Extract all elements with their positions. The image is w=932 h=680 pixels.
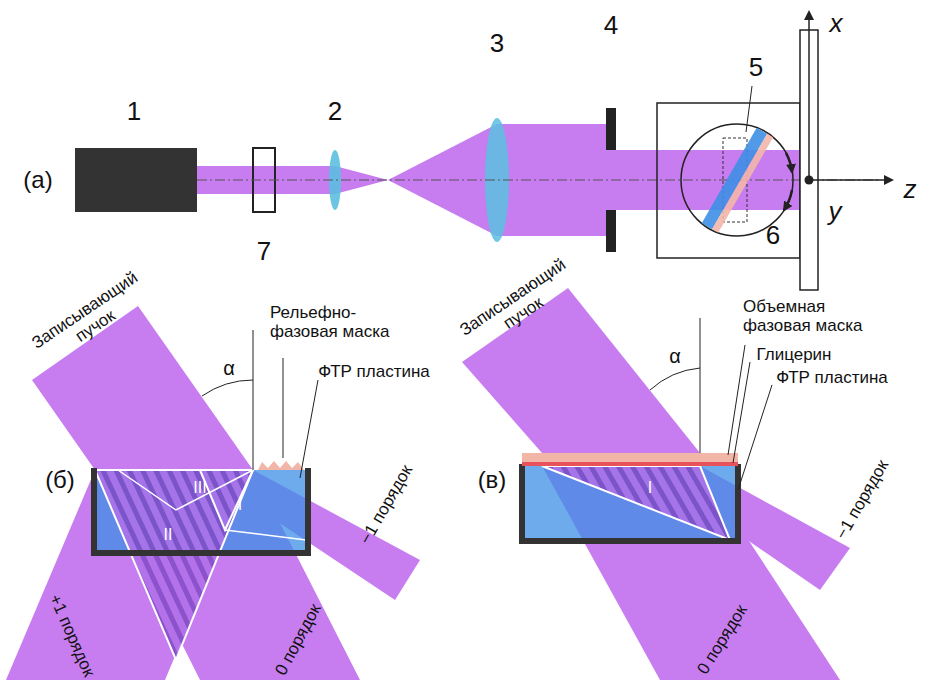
figure-label: 3 (490, 29, 504, 58)
figure-label: −1 порядок (356, 462, 417, 548)
figure-label: III (193, 479, 206, 497)
figure-label: α (223, 357, 235, 379)
figure-label: I (648, 479, 652, 497)
figure-label: I (238, 496, 242, 514)
figure-label: z (904, 175, 917, 204)
panel-label: (а) (23, 167, 52, 194)
figure-label: 6 (766, 221, 780, 250)
figure-label: 2 (328, 97, 342, 126)
figure-label: x (830, 9, 843, 38)
figure-label: Объемная фазовая маска (743, 297, 873, 335)
figure-label: 7 (257, 237, 271, 266)
figure-label: −1 порядок (832, 457, 893, 543)
figure-label: 4 (604, 11, 618, 40)
panel-label: (в) (478, 467, 507, 494)
panel-label: (б) (45, 467, 75, 494)
figure-label: 5 (749, 53, 763, 82)
figure-label: Рельефно-фазовая маска (270, 303, 420, 341)
figure-label: α (669, 345, 681, 367)
figure-label: Глицерин (756, 345, 831, 364)
figure-label: ФТР пластина (318, 362, 430, 381)
figure-label: y (829, 197, 842, 226)
figure-label: ФТР пластина (776, 368, 888, 387)
figure-label: 1 (127, 97, 141, 126)
figure-label: II (164, 526, 173, 544)
